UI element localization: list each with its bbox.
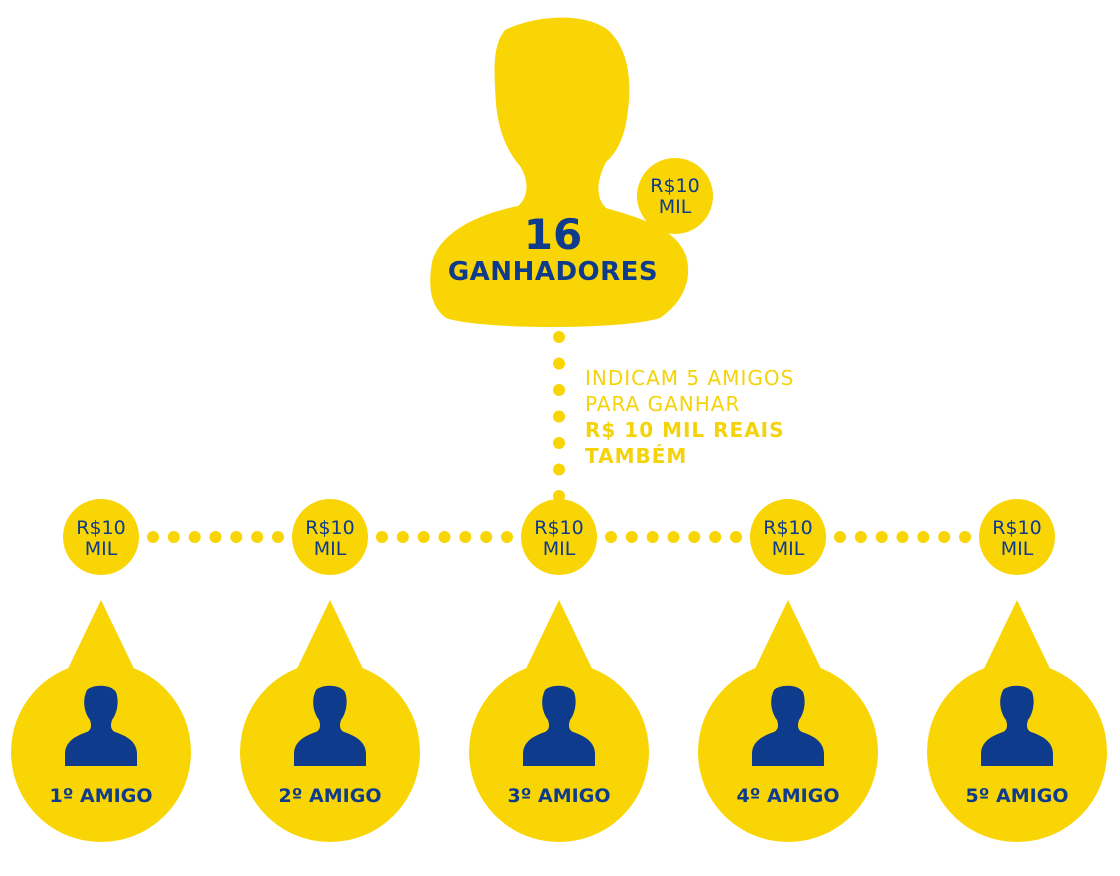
connector-dot (553, 331, 565, 343)
connector-dot (480, 531, 493, 543)
friend-coin-badge (292, 499, 368, 575)
referral-note: INDICAM 5 AMIGOS PARA GANHAR R$ 10 MIL R… (585, 365, 865, 469)
connector-dot (646, 531, 659, 543)
connector-dot (896, 531, 909, 543)
coin-amount: R$10 (76, 517, 126, 539)
coin-amount: R$10 (534, 517, 584, 539)
coin-amount: R$10 (992, 517, 1042, 539)
connector-dot (188, 531, 201, 543)
top-winner-person-icon (430, 17, 689, 327)
friend-coin-badge (521, 499, 597, 575)
friend-label: 1º AMIGO (49, 785, 153, 807)
note-line-2: PARA GANHAR (585, 392, 741, 416)
friend-label: 4º AMIGO (736, 785, 840, 807)
connector-dot (553, 463, 565, 476)
note-line-3: R$ 10 MIL REAIS (585, 418, 785, 442)
connector-dot (605, 531, 617, 543)
connector-dot (917, 531, 930, 543)
coin-amount: R$10 (305, 517, 355, 539)
connector-dot (396, 531, 409, 543)
connector-dot (553, 490, 565, 502)
connector-dot (553, 437, 565, 449)
connector-dot (230, 531, 243, 543)
connector-dot (730, 531, 742, 543)
connector-dot (553, 410, 565, 423)
connector-dot (834, 531, 846, 543)
connector-dot (376, 531, 388, 543)
connector-dot (459, 531, 472, 543)
connector-dot (709, 531, 722, 543)
connector-dot (272, 531, 284, 543)
friend-coin-badge (63, 499, 139, 575)
friend-person-icon (65, 685, 137, 766)
friend-coin-badge (750, 499, 826, 575)
connector-dot (417, 531, 430, 543)
connector-dot (553, 384, 565, 396)
connector-dot (959, 531, 971, 543)
friend-person-icon (752, 685, 824, 766)
friend-label: 3º AMIGO (507, 785, 611, 807)
coin-unit: MIL (771, 538, 805, 560)
connector-dot (251, 531, 264, 543)
coin-unit: MIL (313, 538, 347, 560)
connector-dot (501, 531, 513, 543)
connector-dot (209, 531, 222, 543)
horizontal-dotted-connector (147, 531, 971, 543)
top-coin-badge (637, 158, 713, 234)
friend-coin-badge (979, 499, 1055, 575)
friend-label: 5º AMIGO (965, 785, 1069, 807)
connector-dot (167, 531, 180, 543)
winners-count: 16 (523, 210, 583, 259)
winners-label: GANHADORES (447, 257, 659, 287)
connector-dot (147, 531, 159, 543)
coin-unit: MIL (84, 538, 118, 560)
friend-person-icon (294, 685, 366, 766)
friend-label: 2º AMIGO (278, 785, 382, 807)
connector-dot (625, 531, 638, 543)
coin-unit: MIL (542, 538, 576, 560)
note-line-1: INDICAM 5 AMIGOS (585, 366, 795, 390)
connector-dot (553, 357, 565, 370)
coin-amount: R$10 (763, 517, 813, 539)
note-line-4: TAMBÉM (585, 444, 688, 468)
connector-dot (854, 531, 867, 543)
coin-amount: R$10 (650, 175, 700, 197)
connector-dot (667, 531, 680, 543)
connector-dot (875, 531, 888, 543)
top-coin-text: R$10 MIL (637, 176, 713, 218)
coin-unit: MIL (658, 196, 692, 218)
friend-person-icon (981, 685, 1053, 766)
vertical-dotted-connector (553, 331, 565, 502)
connector-dot (938, 531, 951, 543)
friend-person-icon (523, 685, 595, 766)
connector-dot (438, 531, 451, 543)
connector-dot (688, 531, 701, 543)
coin-unit: MIL (1000, 538, 1034, 560)
